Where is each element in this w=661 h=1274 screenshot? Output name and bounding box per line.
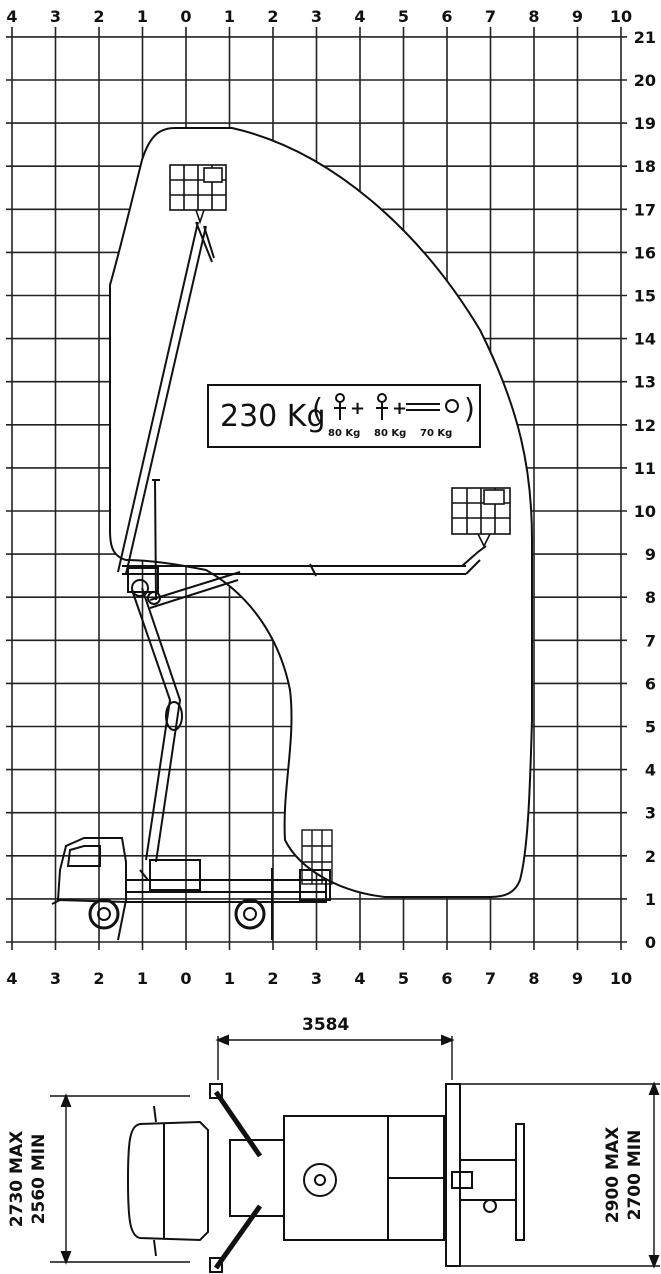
- x-tick-label-bottom: 6: [441, 969, 452, 988]
- x-tick-label-top: 1: [224, 7, 235, 26]
- y-tick-label: 7: [645, 631, 656, 650]
- capacity-label: 230 Kg ( ) + + 80 Kg 80 Kg 70 Kg: [207, 384, 481, 448]
- x-tick-label-top: 9: [572, 7, 583, 26]
- x-tick-label-bottom: 9: [572, 969, 583, 988]
- y-tick-label: 4: [645, 761, 656, 780]
- y-tick-label: 5: [645, 718, 656, 737]
- boom-lower: [127, 567, 183, 863]
- x-tick-label-top: 2: [267, 7, 278, 26]
- truck-side: [51, 837, 331, 941]
- x-tick-label-bottom: 4: [6, 969, 17, 988]
- y-tick-label: 15: [634, 287, 656, 306]
- y-tick-label: 8: [645, 588, 656, 607]
- capacity-person1: 80 Kg: [328, 428, 360, 439]
- svg-text:+: +: [392, 398, 407, 419]
- y-tick-label: 10: [634, 502, 656, 521]
- plan-right-max: 2900 MAX: [603, 1127, 623, 1223]
- y-tick-label: 18: [634, 157, 656, 176]
- person-icon: [334, 393, 346, 420]
- plan-right-min: 2700 MIN: [625, 1130, 645, 1221]
- x-tick-label-top: 6: [441, 7, 452, 26]
- y-tick-label: 3: [645, 804, 656, 823]
- y-tick-label: 1: [645, 890, 656, 909]
- tools-icon: [406, 399, 459, 413]
- x-tick-label-bottom: 4: [354, 969, 365, 988]
- capacity-tools: 70 Kg: [420, 428, 452, 439]
- y-tick-label: 9: [645, 545, 656, 564]
- y-tick-label: 13: [634, 373, 656, 392]
- y-tick-label: 21: [634, 28, 656, 47]
- y-tick-label: 0: [645, 933, 656, 952]
- x-tick-label-bottom: 5: [398, 969, 409, 988]
- x-tick-label-top: 0: [180, 7, 191, 26]
- y-tick-label: 2: [645, 847, 656, 866]
- svg-text:): ): [464, 392, 475, 425]
- x-tick-label-bottom: 3: [311, 969, 322, 988]
- y-tick-label: 19: [634, 114, 656, 133]
- y-tick-label: 11: [634, 459, 656, 478]
- x-tick-label-bottom: 10: [610, 969, 632, 988]
- x-tick-label-bottom: 7: [485, 969, 496, 988]
- x-tick-label-bottom: 1: [137, 969, 148, 988]
- plan-left-max: 2730 MAX: [7, 1131, 27, 1227]
- person-icon: [376, 393, 388, 420]
- x-tick-label-top: 1: [137, 7, 148, 26]
- platform-side: [451, 487, 511, 548]
- y-tick-label: 12: [634, 416, 656, 435]
- x-tick-label-top: 7: [485, 7, 496, 26]
- x-tick-label-top: 3: [50, 7, 61, 26]
- x-tick-label-bottom: 1: [224, 969, 235, 988]
- x-tick-label-bottom: 2: [93, 969, 104, 988]
- x-tick-label-bottom: 0: [180, 969, 191, 988]
- x-tick-label-bottom: 2: [267, 969, 278, 988]
- x-tick-label-top: 10: [610, 7, 632, 26]
- x-tick-label-bottom: 3: [50, 969, 61, 988]
- platform-top: [169, 164, 227, 225]
- x-tick-label-bottom: 8: [528, 969, 539, 988]
- y-tick-label: 17: [634, 200, 656, 219]
- x-tick-label-top: 8: [528, 7, 539, 26]
- x-tick-label-top: 2: [93, 7, 104, 26]
- svg-text:(: (: [312, 392, 323, 425]
- plan-length-label: 3584: [302, 1015, 349, 1035]
- capacity-load: 230 Kg: [220, 399, 326, 434]
- y-tick-label: 14: [634, 330, 656, 349]
- x-tick-label-top: 4: [6, 7, 17, 26]
- capacity-person2: 80 Kg: [374, 428, 406, 439]
- y-tick-label: 6: [645, 674, 656, 693]
- working-envelope: [109, 127, 533, 898]
- plan-left-min: 2560 MIN: [29, 1134, 49, 1225]
- plan-view: [50, 1034, 660, 1273]
- x-tick-label-top: 3: [311, 7, 322, 26]
- platform-stowed: [301, 829, 333, 885]
- x-tick-label-top: 5: [398, 7, 409, 26]
- y-tick-label: 20: [634, 71, 656, 90]
- x-tick-label-top: 4: [354, 7, 365, 26]
- svg-text:+: +: [350, 398, 365, 419]
- boom-horizontal: [122, 545, 487, 609]
- boom-vertical: [117, 221, 215, 601]
- y-tick-label: 16: [634, 243, 656, 262]
